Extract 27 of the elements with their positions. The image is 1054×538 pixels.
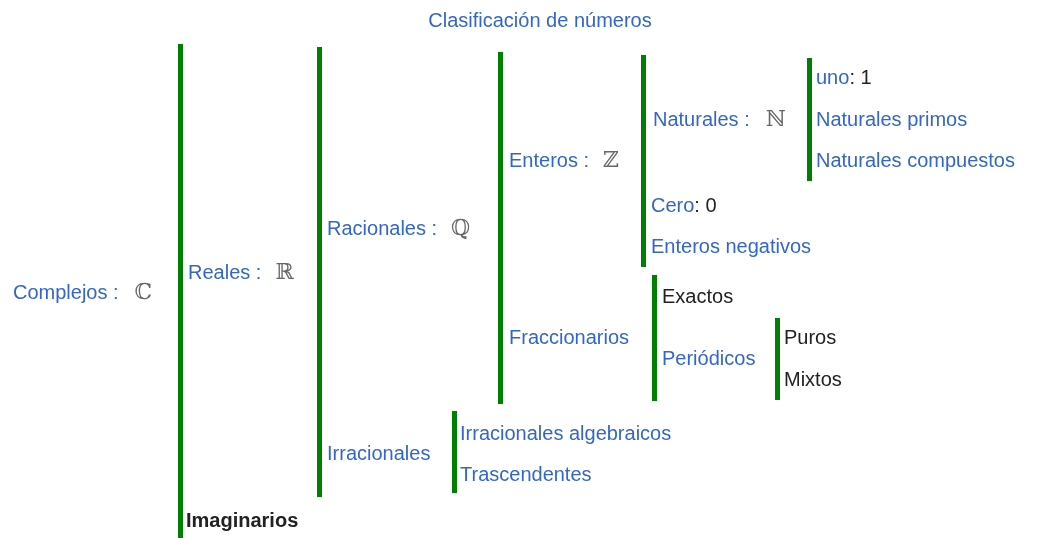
- category-label: Naturales compuestos: [816, 150, 1015, 170]
- category-label: Complejos :: [13, 282, 119, 302]
- category-label: Enteros negativos: [651, 236, 812, 256]
- category-label: Racionales :: [327, 218, 438, 238]
- category-label: Enteros :: [509, 150, 590, 170]
- category-label: Reales :: [188, 262, 262, 282]
- set-symbol: ℤ: [603, 149, 620, 171]
- category-label: Trascendentes: [460, 464, 592, 484]
- category-label: Mixtos: [784, 369, 842, 389]
- number-value: : 1: [849, 67, 872, 87]
- diagram-title: Clasificación de números: [428, 8, 652, 33]
- category-label: Fraccionarios: [509, 327, 630, 347]
- set-symbol: ℂ: [134, 281, 153, 303]
- category-label: Naturales primos: [816, 109, 968, 129]
- set-symbol: ℝ: [275, 261, 294, 283]
- number-value: : 0: [694, 195, 717, 215]
- category-label: Exactos: [662, 286, 734, 306]
- category-label: Naturales :: [653, 109, 750, 129]
- category-label: Cero: [651, 195, 695, 215]
- set-symbol: ℚ: [451, 217, 471, 239]
- category-label: Puros: [784, 327, 837, 347]
- category-label: Imaginarios: [186, 510, 299, 530]
- category-label: uno: [816, 67, 850, 87]
- category-label: Irracionales: [327, 443, 431, 463]
- category-label: Irracionales algebraicos: [460, 423, 672, 443]
- set-symbol: ℕ: [765, 108, 786, 130]
- category-label: Periódicos: [662, 348, 756, 368]
